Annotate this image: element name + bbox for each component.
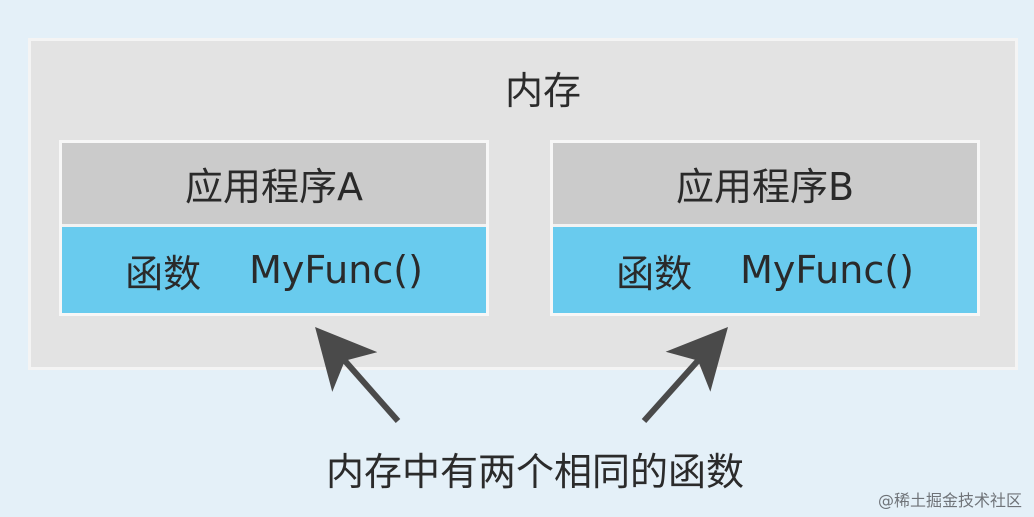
arrow-to-application-b-function — [641, 327, 728, 423]
arrow-to-application-a-function — [315, 327, 401, 423]
application-a-function-kind: 函数 — [125, 251, 202, 296]
application-b-function-row: 函数 MyFunc() — [553, 227, 977, 313]
application-b-header: 应用程序B — [553, 143, 977, 227]
application-b-box: 应用程序B 函数 MyFunc() — [550, 140, 980, 316]
application-a-header: 应用程序A — [62, 143, 486, 227]
application-b-function-kind: 函数 — [616, 251, 693, 296]
watermark: @稀土掘金技术社区 — [877, 491, 1022, 510]
application-b-function-name: MyFunc() — [740, 248, 914, 292]
application-a-function-name: MyFunc() — [249, 248, 423, 292]
memory-title: 内存 — [504, 69, 581, 113]
application-a-box: 应用程序A 函数 MyFunc() — [59, 140, 489, 316]
diagram-caption: 内存中有两个相同的函数 — [325, 450, 744, 494]
application-a-function-row: 函数 MyFunc() — [62, 227, 486, 313]
